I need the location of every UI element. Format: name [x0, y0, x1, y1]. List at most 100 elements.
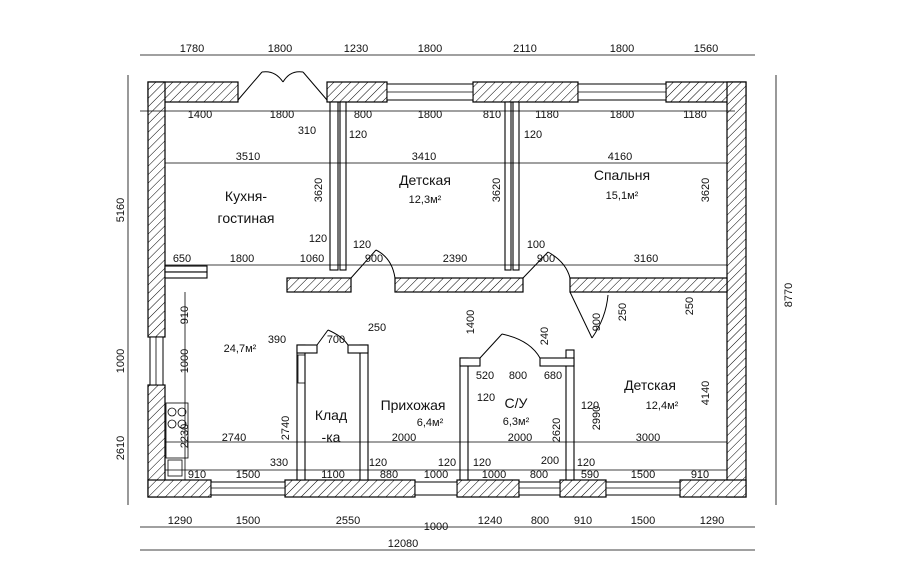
- dim-text: 910: [574, 515, 592, 527]
- room-bath-area: 6,3м²: [503, 416, 530, 428]
- dim-text: 880: [380, 469, 398, 481]
- dim-text: 1180: [535, 109, 559, 121]
- interior-walls: [164, 101, 728, 481]
- dim-text: 2550: [336, 515, 360, 527]
- dim-text: 120: [581, 400, 599, 412]
- dim-text: 2610: [115, 436, 127, 460]
- dim-text: 900: [537, 253, 555, 265]
- dim-text: 330: [270, 457, 288, 469]
- outer-walls: [147, 81, 747, 498]
- dims-misc: 310 120 120 120 120 120 100 390 700 250 …: [222, 125, 696, 444]
- room-kids1-name: Детская: [399, 172, 451, 188]
- window-left: [149, 336, 164, 386]
- dim-text: 1000: [179, 349, 191, 373]
- dim-text: 3620: [700, 178, 712, 202]
- dim-text: 3620: [313, 178, 325, 202]
- dim-text: 800: [509, 370, 527, 382]
- room-bath-name: С/У: [505, 395, 528, 411]
- dim-text: 390: [268, 334, 286, 346]
- wall-bottom-5: [679, 479, 747, 498]
- dim-text: 1240: [478, 515, 502, 527]
- dim-text: 900: [365, 253, 383, 265]
- dims-heights: 3620 3620 3620 2740 2620 2990 4140: [280, 178, 712, 442]
- dim-text: 120: [473, 457, 491, 469]
- dim-text: 250: [368, 322, 386, 334]
- dim-text: 1060: [300, 253, 324, 265]
- dim-text: 1800: [418, 43, 442, 55]
- dim-text: 200: [541, 455, 559, 467]
- dims-row2: 3510 3410 4160: [236, 151, 632, 163]
- interior-doors: [316, 249, 609, 359]
- dim-text: 3620: [491, 178, 503, 202]
- dim-total-width: 12080: [388, 538, 419, 550]
- dim-text: 900: [591, 313, 603, 331]
- room-kids2-area: 12,4м²: [646, 400, 679, 412]
- window-bottom-bath: [518, 481, 561, 496]
- dim-text: 4160: [608, 151, 632, 163]
- room-hall-area: 6,4м²: [417, 417, 444, 429]
- dim-text: 3160: [634, 253, 658, 265]
- wall-right: [726, 81, 747, 498]
- dim-text: 1800: [418, 109, 442, 121]
- wall-bottom-4: [559, 479, 607, 498]
- dim-text: 2620: [551, 418, 563, 442]
- dim-text: 2990: [591, 406, 603, 430]
- room-kids2-name: Детская: [624, 377, 676, 393]
- dim-text: 1560: [694, 43, 718, 55]
- dim-text: 100: [527, 239, 545, 251]
- dim-text: 250: [684, 297, 696, 315]
- dim-text: 1780: [180, 43, 204, 55]
- room-bedroom-name: Спальня: [594, 167, 650, 183]
- dim-text: 650: [173, 253, 191, 265]
- dim-text: 1800: [610, 109, 634, 121]
- room-kids1-area: 12,3м²: [409, 194, 442, 206]
- dim-text: 1500: [236, 515, 260, 527]
- dim-text: 1100: [321, 469, 345, 481]
- dim-text: 910: [179, 306, 191, 324]
- dim-text: 1500: [631, 469, 655, 481]
- dims-top-outer: 1780 1800 1230 1800 2110 1800 1560: [180, 43, 718, 55]
- dim-text: 1500: [236, 469, 260, 481]
- dim-text: 250: [617, 303, 629, 321]
- room-storage-name-1: Клад: [315, 407, 347, 423]
- dim-text: 120: [353, 239, 371, 251]
- dim-text: 1230: [344, 43, 368, 55]
- room-bedroom-area: 15,1м²: [606, 190, 639, 202]
- dim-text: 2110: [513, 43, 537, 55]
- dims-left: 5160 1000 2610 910 1000 2230 8770: [115, 198, 795, 460]
- dim-text: 1000: [482, 469, 506, 481]
- dims-bottom-inner: 910 1500 330 1100 120 880 1000 120 120 1…: [188, 455, 709, 481]
- dim-text: 2740: [222, 432, 246, 444]
- dim-text: 120: [309, 233, 327, 245]
- dim-text: 800: [530, 469, 548, 481]
- dim-text: 910: [188, 469, 206, 481]
- room-kitchen-name-2: гостиная: [218, 210, 275, 226]
- windows: [149, 83, 681, 496]
- window-bottom-right: [605, 481, 681, 496]
- dim-text: 120: [524, 129, 542, 141]
- dim-text: 2390: [443, 253, 467, 265]
- dim-text: 120: [349, 129, 367, 141]
- dim-text: 4140: [700, 381, 712, 405]
- dim-text: 590: [581, 469, 599, 481]
- dim-text: 1800: [270, 109, 294, 121]
- room-hall-name: Прихожая: [381, 397, 446, 413]
- dim-text: 3410: [412, 151, 436, 163]
- dims-bottom-outer: 1290 1500 2550 1000 1240 800 910 1500 12…: [168, 515, 724, 550]
- dim-text: 310: [298, 125, 316, 137]
- dim-text: 1000: [424, 469, 448, 481]
- dim-text: 1400: [465, 310, 477, 334]
- dim-text: 910: [691, 469, 709, 481]
- dim-text: 120: [477, 392, 495, 404]
- wall-top-2: [326, 81, 388, 103]
- dim-text: 1800: [230, 253, 254, 265]
- dim-text: 800: [354, 109, 372, 121]
- dim-text: 2000: [508, 432, 532, 444]
- dim-text: 800: [531, 515, 549, 527]
- door-leaf: [237, 71, 263, 101]
- dim-text: 120: [577, 457, 595, 469]
- dim-text: 1180: [683, 109, 707, 121]
- dim-text: 3510: [236, 151, 260, 163]
- dims-top-inner: 1400 1800 800 1800 810 1180 1800 1180: [188, 109, 707, 121]
